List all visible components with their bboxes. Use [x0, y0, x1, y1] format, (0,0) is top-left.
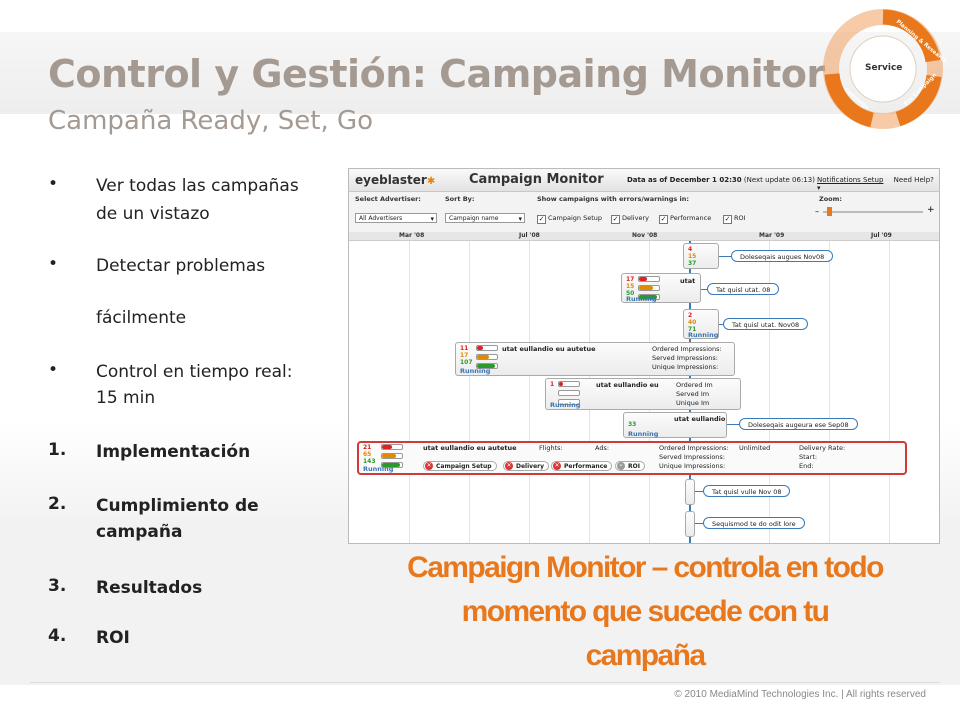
- notifications-setup-link[interactable]: Notifications Setup: [817, 176, 884, 184]
- campaign-monitor-screenshot: eyeblaster✱ Campaign Monitor Data as of …: [348, 168, 940, 544]
- campaign-note[interactable]: Sequismod te do odit lore: [703, 517, 805, 529]
- sort-label: Sort By:: [445, 195, 475, 203]
- error-icon: ✕: [425, 462, 433, 470]
- timeline-label: Mar '08: [399, 232, 425, 239]
- item-text: Cumplimiento de: [96, 496, 259, 516]
- timeline-axis: Mar '08 Jul '08 Nov '08 Mar '09 Jul '09: [349, 232, 939, 241]
- cycle-center-label: Service: [865, 63, 902, 73]
- slide-caption: Campaign Monitor – controla en todo mome…: [407, 551, 884, 672]
- timeline-label: Jul '09: [871, 232, 892, 239]
- timeline-label: Jul '08: [519, 232, 540, 239]
- neutral-icon: –: [617, 462, 625, 470]
- error-icon: ✕: [505, 462, 513, 470]
- slide-subtitle: Campaña Ready, Set, Go: [48, 106, 374, 136]
- data-timestamp: Data as of December 1 02:30 (Next update…: [627, 176, 815, 184]
- item-text: Resultados: [96, 578, 203, 598]
- delivery-pill[interactable]: ✕Delivery: [503, 461, 550, 471]
- bullet-text: Control en tiempo real:: [96, 362, 293, 382]
- item-number: 4.: [48, 626, 67, 646]
- campaign-setup-pill[interactable]: ✕Campaign Setup: [423, 461, 497, 471]
- filter-bar: Select Advertiser: All Advertisers Sort …: [349, 192, 939, 233]
- bullet-dot-icon: •: [48, 360, 59, 380]
- zoom-slider[interactable]: [823, 211, 923, 213]
- roi-checkbox[interactable]: ✓ROI: [723, 214, 746, 224]
- zoom-in-icon[interactable]: +: [927, 205, 935, 215]
- slide-title: Control y Gestión: Campaing Monitor: [48, 52, 825, 96]
- campaign-card[interactable]: 33 utat eullandio Running: [623, 412, 727, 438]
- eyeblaster-logo: eyeblaster✱: [355, 173, 436, 187]
- errors-label: Show campaigns with errors/warnings in:: [537, 195, 690, 203]
- item-number: 3.: [48, 576, 67, 596]
- zoom-handle[interactable]: [827, 207, 832, 216]
- performance-checkbox[interactable]: ✓Performance: [659, 214, 712, 224]
- advertiser-label: Select Advertiser:: [355, 195, 421, 203]
- timeline-label: Nov '08: [632, 232, 658, 239]
- title-band: [0, 32, 960, 114]
- campaign-card[interactable]: [685, 511, 695, 537]
- bullet-dot-icon: •: [48, 174, 59, 194]
- campaign-note[interactable]: Tat quisl utat. 08: [707, 283, 780, 295]
- bullet-text: 15 min: [96, 388, 156, 408]
- campaign-note[interactable]: Tat quisl utat. Nov08: [723, 318, 809, 330]
- bullet-text: de un vistazo: [96, 204, 210, 224]
- item-number: 1.: [48, 440, 67, 460]
- app-header: eyeblaster✱ Campaign Monitor Data as of …: [349, 169, 939, 192]
- header-links: Notifications Setup Need Help? ▾: [817, 176, 939, 192]
- item-text: Implementación: [96, 442, 251, 462]
- item-text: campaña: [96, 522, 183, 542]
- footer-divider: [30, 682, 940, 683]
- roi-pill[interactable]: –ROI: [615, 461, 645, 471]
- bullet-text: fácilmente: [96, 308, 187, 328]
- item-text: ROI: [96, 628, 130, 648]
- logo-star-icon: ✱: [426, 176, 436, 187]
- app-title: Campaign Monitor: [469, 172, 604, 187]
- bullet-text: Ver todas las campañas: [96, 176, 299, 196]
- bullet-dot-icon: •: [48, 254, 59, 274]
- timeline-label: Mar '09: [759, 232, 785, 239]
- advertiser-select[interactable]: All Advertisers: [355, 213, 437, 224]
- item-number: 2.: [48, 494, 67, 514]
- copyright-footer: © 2010 MediaMind Technologies Inc. | All…: [674, 689, 926, 700]
- campaign-setup-checkbox[interactable]: ✓Campaign Setup: [537, 214, 602, 224]
- campaign-card[interactable]: [685, 479, 695, 505]
- bullet-text: Detectar problemas: [96, 256, 266, 276]
- campaign-note[interactable]: Doleseqais augues Nov08: [731, 250, 834, 262]
- performance-pill[interactable]: ✕Performance: [551, 461, 613, 471]
- service-cycle-graphic: Service Planning & Research Pre Campaign…: [823, 9, 948, 129]
- delivery-checkbox[interactable]: ✓Delivery: [611, 214, 649, 224]
- need-help-link[interactable]: Need Help? ▾: [817, 176, 934, 192]
- sort-select[interactable]: Campaign name: [445, 213, 525, 224]
- zoom-label: Zoom:: [819, 195, 843, 203]
- zoom-out-icon[interactable]: –: [815, 207, 819, 216]
- error-icon: ✕: [553, 462, 561, 470]
- campaign-note[interactable]: Doleseqais augeura ese Sep08: [739, 418, 858, 430]
- campaign-note[interactable]: Tat quisl vulle Nov 08: [703, 485, 791, 497]
